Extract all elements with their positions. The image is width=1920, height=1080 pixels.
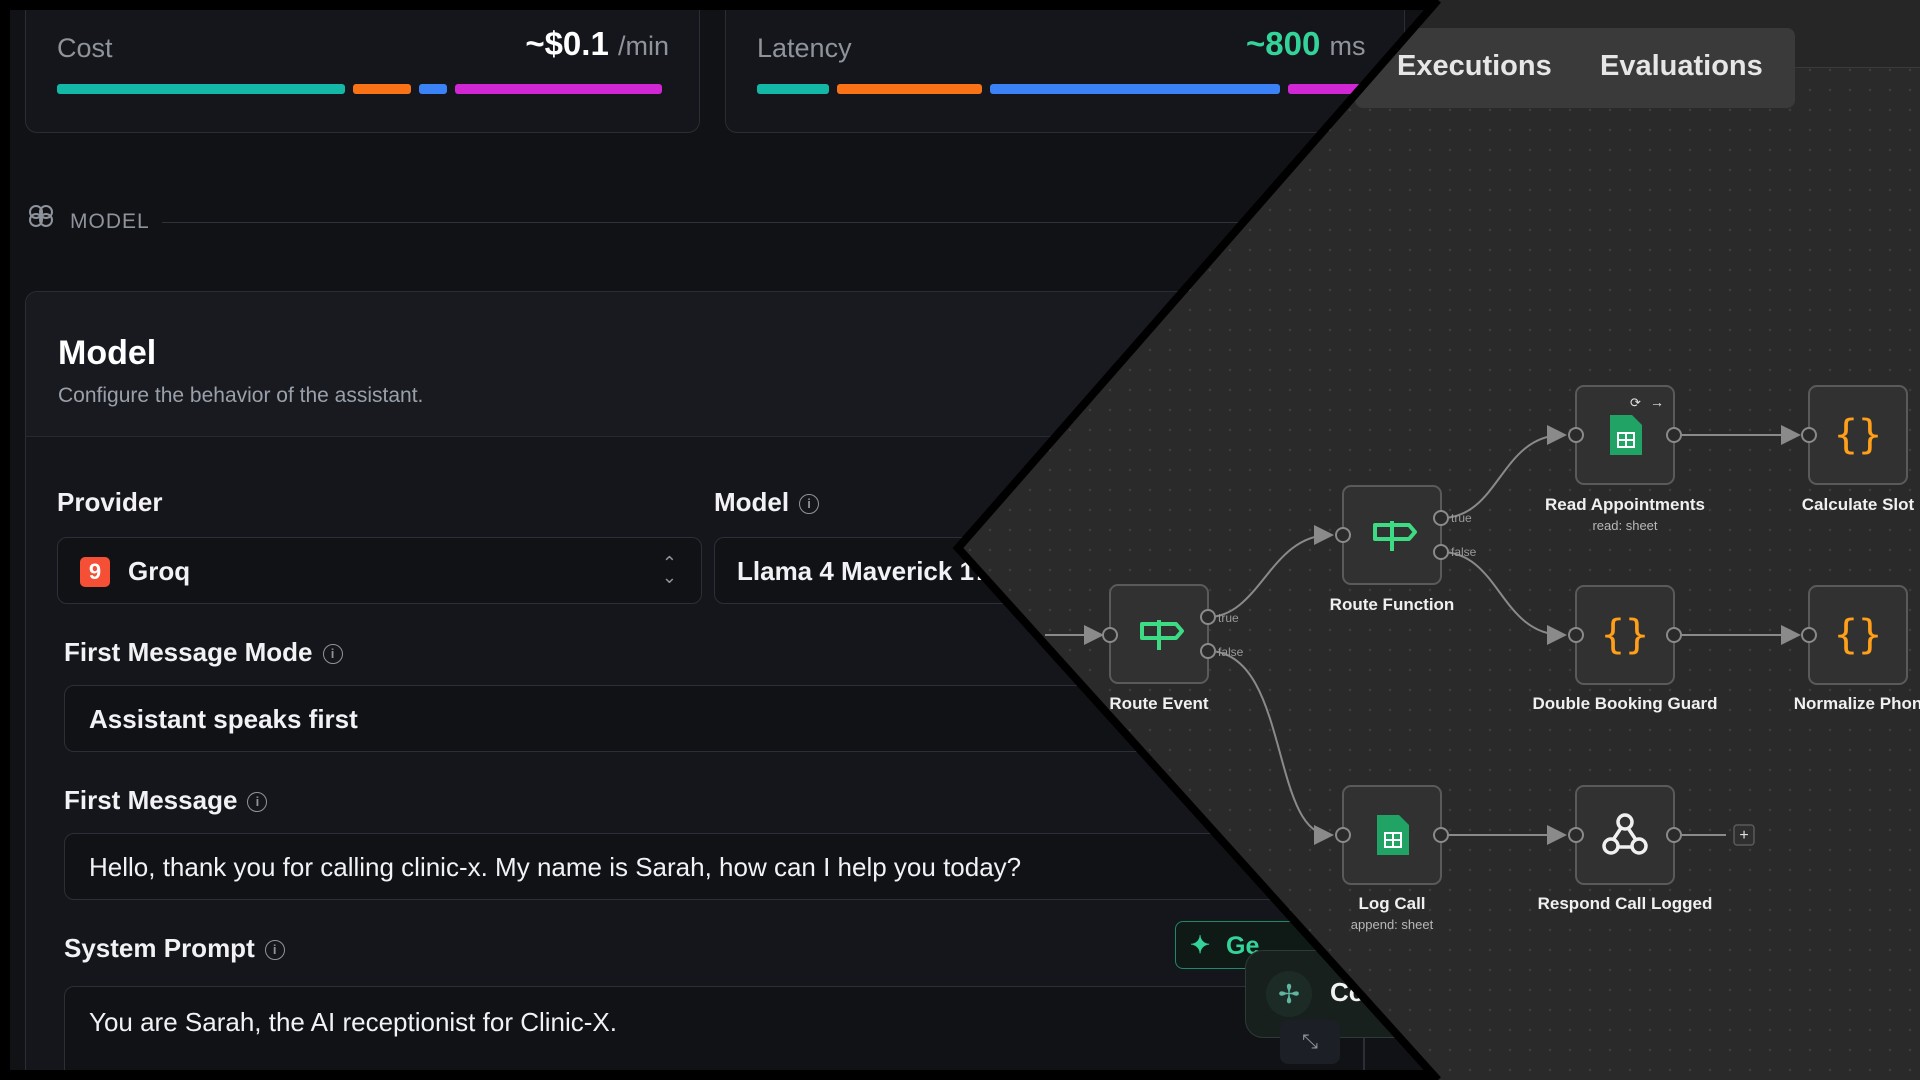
node-label: Route Event	[1109, 694, 1209, 713]
first-message-mode-label: First Message Mode i	[64, 637, 343, 668]
node-sublabel: append: sheet	[1351, 917, 1434, 932]
cost-unit: /min	[617, 31, 669, 61]
refresh-icon[interactable]: ⟳	[1630, 395, 1641, 410]
cost-card: Cost ~$0.1 /min	[25, 10, 700, 133]
latency-amount: ~800	[1246, 25, 1321, 62]
tab-evaluations[interactable]: Evaluations	[1600, 50, 1763, 82]
tab-executions[interactable]: Executions	[1397, 50, 1552, 82]
latency-value: ~800 ms	[1246, 25, 1366, 63]
first-message-label-text: First Message	[64, 785, 238, 815]
first-message-label: First Message i	[64, 785, 268, 816]
first-message-mode-label-text: First Message Mode	[64, 637, 313, 667]
cost-value: ~$0.1 /min	[525, 25, 669, 63]
branch-label-true: true	[1451, 511, 1472, 525]
latency-title: Latency	[757, 33, 852, 63]
first-message-input[interactable]: Hello, thank you for calling clinic-x. M…	[64, 833, 1364, 900]
expand-icon[interactable]: ⤡	[1280, 1020, 1340, 1064]
info-icon[interactable]: i	[799, 494, 820, 514]
webhook-icon	[1602, 813, 1648, 855]
branch-label-false: false	[1451, 545, 1477, 559]
node-calculate-slots[interactable]: {} Calculate Slot	[1801, 385, 1915, 514]
edge-route-function-false	[1440, 551, 1567, 645]
info-icon[interactable]: i	[264, 940, 285, 960]
node-label: Calculate Slot	[1802, 495, 1915, 514]
info-icon[interactable]: i	[322, 644, 343, 664]
provider-label-text: Provider	[57, 487, 163, 517]
system-prompt-label-text: System Prompt	[64, 933, 255, 963]
first-message-value: Hello, thank you for calling clinic-x. M…	[89, 852, 1022, 882]
bar-segment	[353, 84, 411, 94]
bar-segment	[757, 84, 829, 94]
cost-amount: ~$0.1	[525, 25, 609, 62]
system-prompt-value: You are Sarah, the AI receptionist for C…	[89, 1007, 617, 1037]
code-braces-icon: {}	[1834, 412, 1882, 458]
spreadsheet-icon	[1610, 415, 1642, 455]
section-divider-line	[162, 222, 1562, 223]
node-double-booking-guard[interactable]: {} Double Booking Guard	[1532, 585, 1718, 713]
latency-breakdown-bar	[757, 84, 1388, 94]
arrow-right-icon[interactable]: →	[1650, 394, 1664, 410]
workflow-branch-labels: true false true false	[1218, 511, 1477, 659]
spreadsheet-icon	[1377, 815, 1409, 855]
node-normalize-phone[interactable]: {} Normalize Phon	[1794, 585, 1920, 713]
node-route-event[interactable]: Route Event	[1102, 584, 1216, 713]
code-braces-icon: {}	[1601, 612, 1649, 658]
node-label: Route Function	[1330, 595, 1455, 614]
chevron-updown-icon: ⌃⌄	[661, 553, 677, 587]
model-heading: Model	[58, 334, 157, 372]
code-braces-icon: {}	[1834, 612, 1882, 658]
brain-icon	[29, 205, 53, 227]
bar-segment	[57, 84, 345, 94]
node-route-function[interactable]: Route Function	[1330, 485, 1455, 614]
bar-segment	[990, 84, 1280, 94]
branch-label-true: true	[1218, 611, 1239, 625]
node-label: Double Booking Guard	[1532, 694, 1717, 713]
edge-route-function-true	[1440, 425, 1567, 519]
provider-label: Provider	[57, 487, 163, 518]
node-respond-call-logged[interactable]: Respond Call Logged	[1538, 785, 1713, 913]
node-log-call[interactable]: Log Call append: sheet	[1335, 785, 1449, 932]
model-value: Llama 4 Maverick 17	[737, 556, 989, 586]
edge-route-event-true	[1207, 525, 1334, 618]
edge-route-event-false	[1207, 650, 1334, 845]
sparkle-icon: ✦	[1190, 932, 1211, 959]
workflow-tab-group: Executions Evaluations	[1355, 28, 1795, 108]
node-label: Respond Call Logged	[1538, 894, 1713, 913]
bar-segment	[1288, 84, 1388, 94]
assistant-orb-icon: ✢	[1266, 971, 1312, 1017]
info-icon[interactable]: i	[247, 792, 268, 812]
groq-logo-icon: 9	[80, 557, 110, 587]
latency-unit: ms	[1329, 31, 1366, 61]
node-label: Normalize Phon	[1794, 694, 1920, 713]
section-divider-label: MODEL	[70, 210, 150, 233]
node-sublabel: read: sheet	[1592, 518, 1657, 533]
plus-icon: +	[1739, 827, 1748, 844]
first-message-mode-value: Assistant speaks first	[89, 704, 358, 734]
provider-value: Groq	[128, 556, 191, 586]
bar-segment	[837, 84, 982, 94]
latency-card: Latency ~800 ms	[725, 10, 1405, 133]
model-label-text: Model	[714, 487, 790, 517]
node-read-appointments[interactable]: ⟳ → Read Appointments read: sheet	[1545, 385, 1705, 533]
bar-segment	[455, 84, 662, 94]
add-node-button[interactable]: +	[1733, 824, 1755, 846]
cost-breakdown-bar	[57, 84, 662, 94]
signpost-icon	[1140, 620, 1184, 650]
bar-segment	[419, 84, 447, 94]
node-label: Log Call	[1358, 894, 1425, 913]
system-prompt-textarea[interactable]: You are Sarah, the AI receptionist for C…	[64, 986, 1364, 1070]
node-label: Read Appointments	[1545, 495, 1705, 514]
cost-title: Cost	[57, 33, 113, 63]
provider-select[interactable]: 9 Groq ⌃⌄	[57, 537, 702, 604]
workflow-edges	[1045, 425, 1801, 845]
signpost-icon	[1373, 521, 1417, 551]
model-subheading: Configure the behavior of the assistant.	[58, 384, 424, 407]
branch-label-false: false	[1218, 645, 1244, 659]
system-prompt-label: System Prompt i	[64, 933, 285, 964]
